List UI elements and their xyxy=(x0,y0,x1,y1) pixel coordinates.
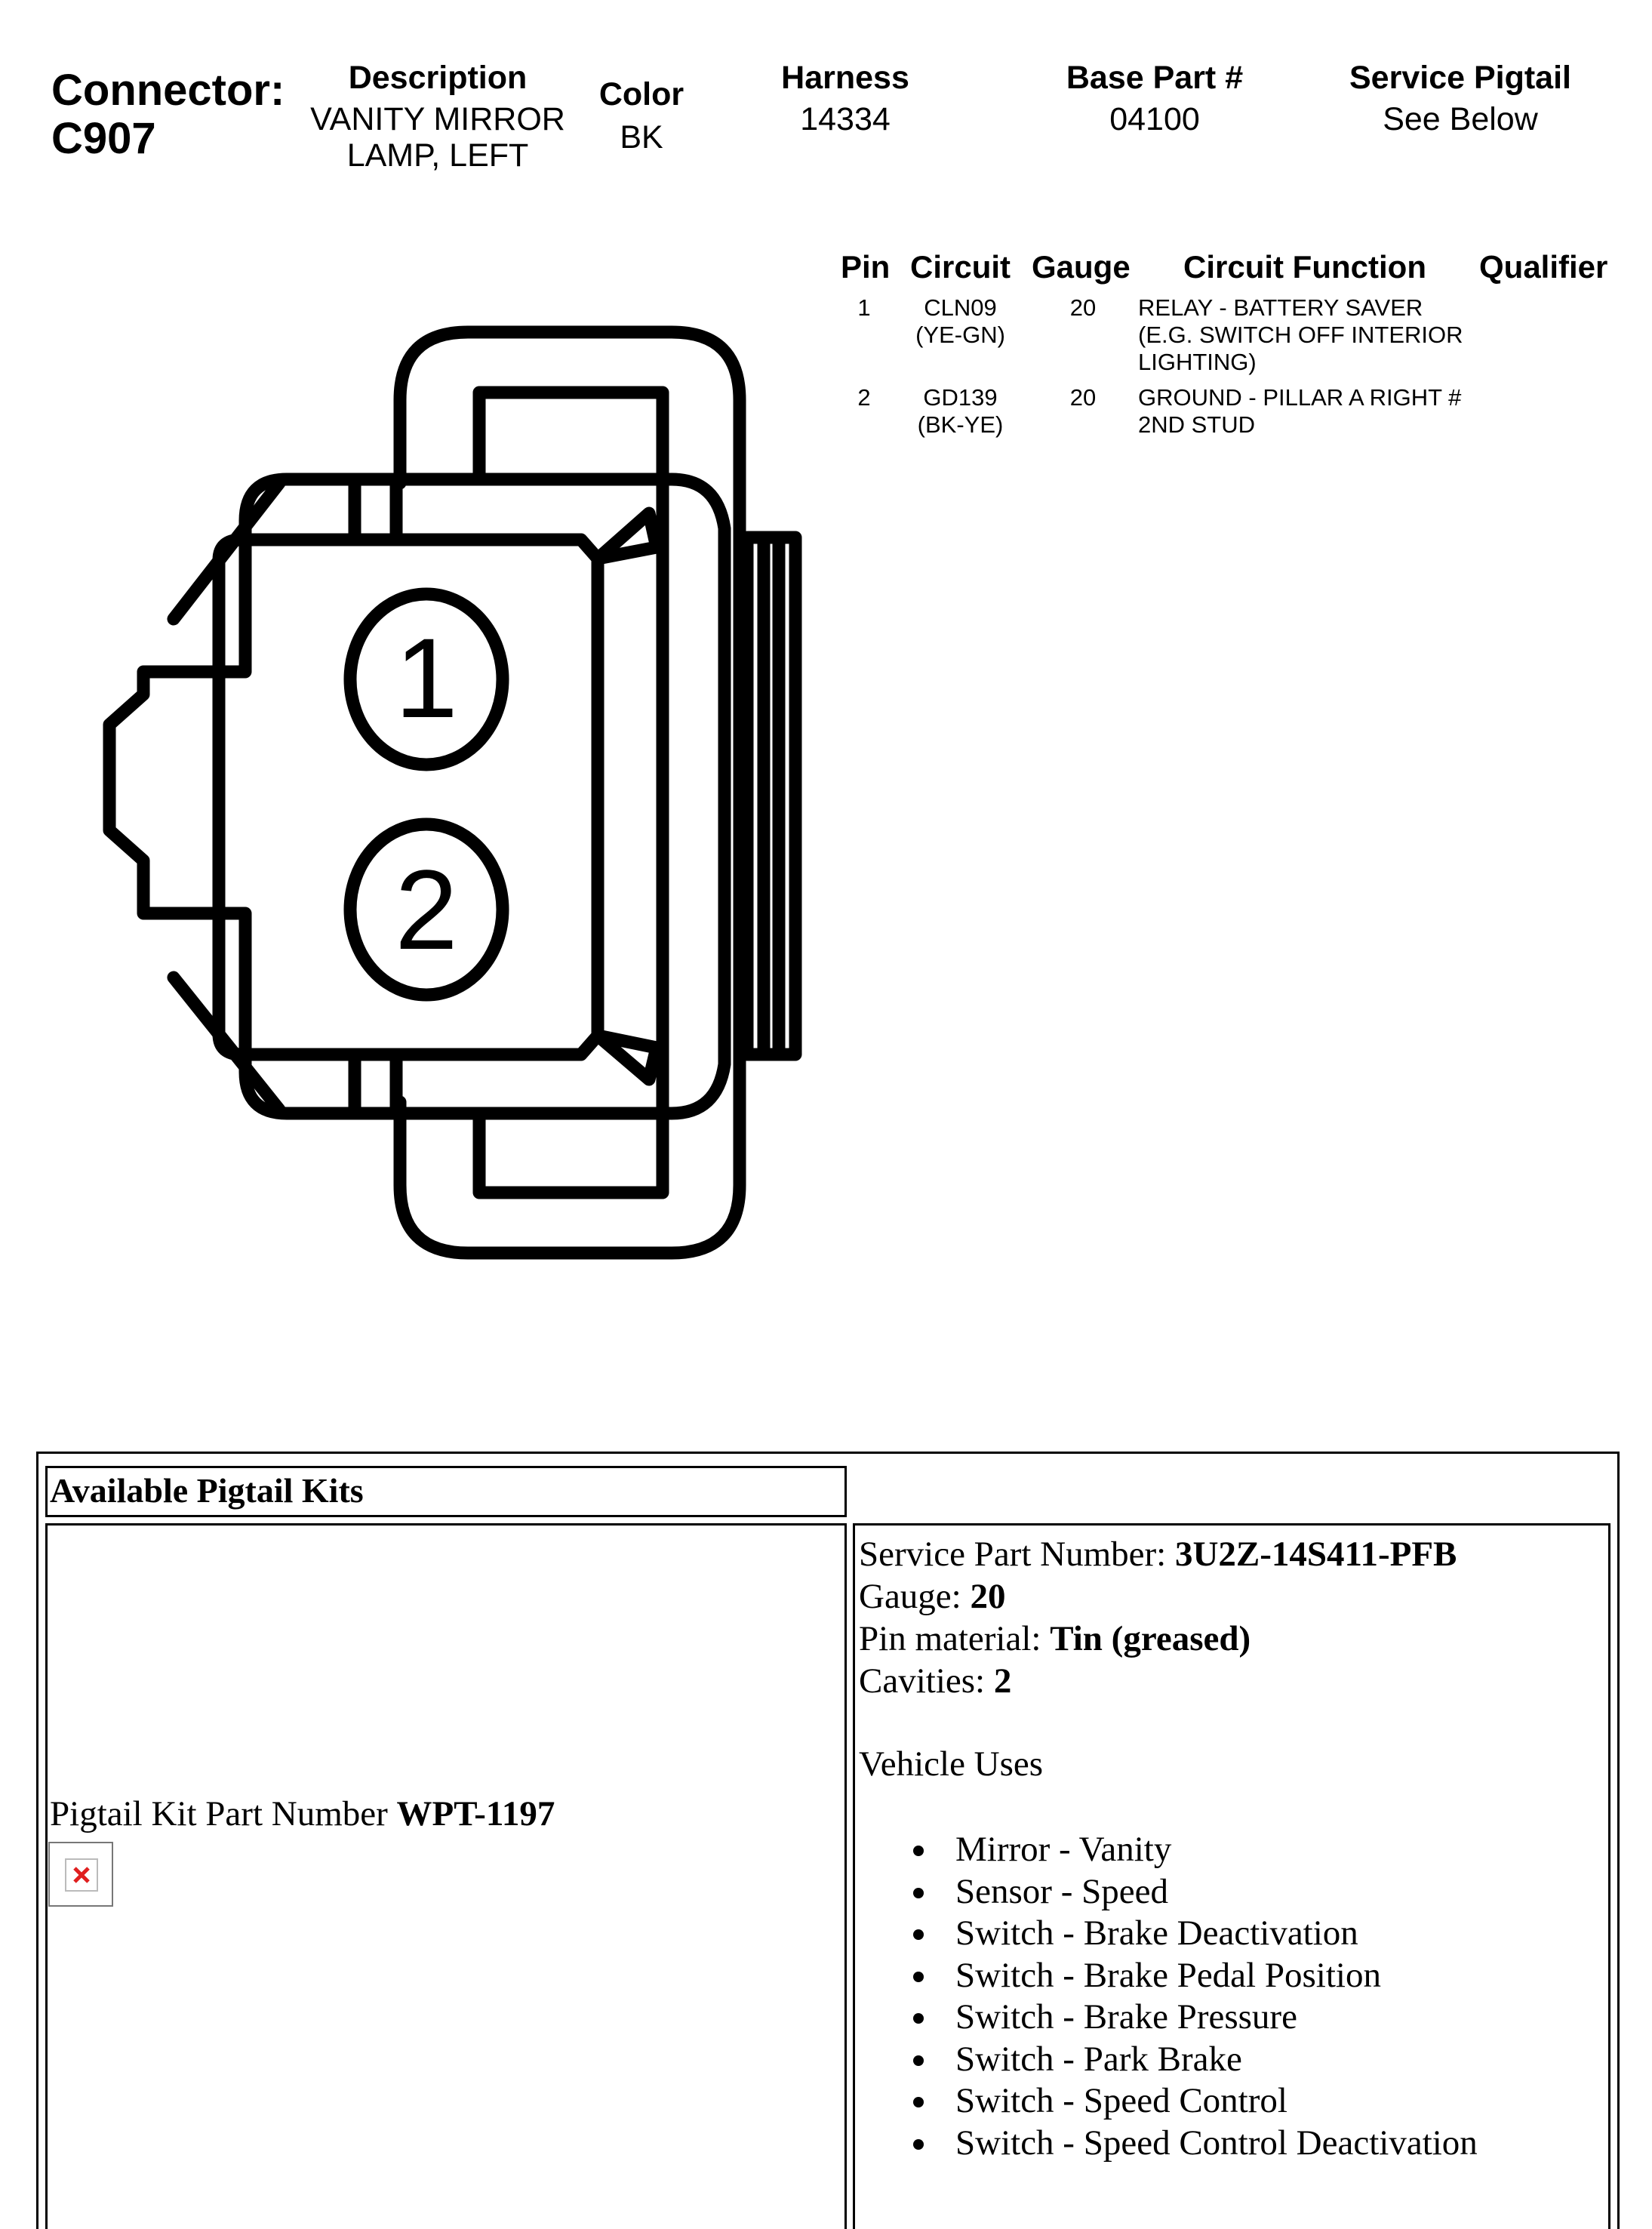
list-item: Sensor - Speed xyxy=(903,1871,1478,1913)
table-frame-right xyxy=(1617,1452,1620,2229)
gauge-label: Gauge: xyxy=(859,1577,971,1616)
harness-header: Harness xyxy=(781,60,909,96)
base-part-column: Base Part # 04100 xyxy=(1034,59,1275,137)
list-item: Switch - Speed Control xyxy=(903,2080,1478,2123)
circuit-color: (BK-YE) xyxy=(917,411,1004,438)
table-frame-left xyxy=(36,1452,38,2229)
connector-title: Connector: C907 xyxy=(51,66,285,163)
pin-header-gauge: Gauge xyxy=(1032,249,1131,285)
service-pigtail-value: See Below xyxy=(1383,101,1538,137)
harness-column: Harness 14334 xyxy=(747,59,943,137)
cavity-1-label: 1 xyxy=(395,614,457,741)
description-line-1: VANITY MIRROR xyxy=(310,101,565,137)
gauge-value: 20 xyxy=(970,1577,1006,1616)
description-column: Description VANITY MIRROR LAMP, LEFT xyxy=(287,59,589,174)
kit-cell-right-border-top xyxy=(853,1523,1610,1526)
color-column: Color BK xyxy=(574,75,709,155)
corner-chamfer xyxy=(167,476,286,626)
side-rib xyxy=(740,531,802,1061)
color-header: Color xyxy=(598,76,684,112)
broken-image-icon xyxy=(65,1858,98,1892)
cavities-label: Cavities: xyxy=(859,1661,994,1701)
corner-chamfer xyxy=(167,971,286,1116)
kit-cell-left-border-right xyxy=(844,1523,847,2229)
pin-header-qualifier: Qualifier xyxy=(1479,249,1608,285)
cavities-line: Cavities: 2 xyxy=(859,1660,1478,1702)
description-line-2: LAMP, LEFT xyxy=(346,137,529,174)
list-item: Switch - Park Brake xyxy=(903,2039,1478,2081)
circuit-function-line: 2ND STUD xyxy=(1138,411,1256,438)
list-item: Switch - Brake Pedal Position xyxy=(903,1955,1478,1997)
circuit-function-cell: GROUND - PILLAR A RIGHT # 2ND STUD xyxy=(1138,384,1500,439)
latch-arrow xyxy=(591,506,663,565)
kit-image-placeholder xyxy=(48,1842,113,1907)
connector-id: C907 xyxy=(51,114,156,163)
kit-part-number: WPT-1197 xyxy=(396,1794,555,1833)
circuit-function-line: GROUND - PILLAR A RIGHT # xyxy=(1138,384,1462,411)
circuit-id: CLN09 xyxy=(924,294,997,321)
cavity-2 xyxy=(343,817,509,1002)
pin-header-circuit: Circuit xyxy=(910,249,1011,285)
cavity-2-label: 2 xyxy=(395,846,457,973)
connector-face-diagram: 1 2 xyxy=(103,325,802,1260)
service-part-label: Service Part Number: xyxy=(859,1535,1175,1574)
service-pigtail-header: Service Pigtail xyxy=(1349,60,1571,96)
circuit-cell: GD139 (BK-YE) xyxy=(891,384,1030,439)
pin-number: 1 xyxy=(857,294,871,321)
gauge-cell: 20 xyxy=(1069,384,1097,411)
base-part-header: Base Part # xyxy=(1066,60,1244,96)
list-item: Switch - Speed Control Deactivation xyxy=(903,2123,1478,2165)
cavities-value: 2 xyxy=(993,1661,1012,1701)
kit-cell-left-border-top xyxy=(45,1523,847,1526)
kit-specs: Service Part Number: 3U2Z-14S411-PFB Gau… xyxy=(859,1533,1478,2164)
latch-inner-outline xyxy=(472,386,669,1199)
pin-number: 2 xyxy=(857,384,871,411)
description-header: Description xyxy=(348,60,528,96)
cavity-1 xyxy=(343,587,509,771)
service-part-line: Service Part Number: 3U2Z-14S411-PFB xyxy=(859,1533,1478,1575)
kit-cell-left-border-left xyxy=(45,1523,48,2229)
vehicle-uses-heading: Vehicle Uses xyxy=(859,1744,1044,1784)
list-item: Switch - Brake Deactivation xyxy=(903,1913,1478,1955)
kits-title-cell xyxy=(45,1466,847,1517)
base-part-value: 04100 xyxy=(1109,101,1200,137)
circuit-function-line: LIGHTING) xyxy=(1138,349,1257,375)
service-pigtail-column: Service Pigtail See Below xyxy=(1321,59,1600,137)
kit-cell-right-border-right xyxy=(1608,1523,1610,2229)
service-part-number: 3U2Z-14S411-PFB xyxy=(1174,1535,1457,1574)
list-item: Switch - Brake Pressure xyxy=(903,1997,1478,2039)
pin-material-value: Tin (greased) xyxy=(1050,1619,1251,1658)
gauge-cell: 20 xyxy=(1069,294,1097,321)
kit-cell-right-border-left xyxy=(853,1523,855,2229)
list-item: Mirror - Vanity xyxy=(903,1829,1478,1871)
circuit-id: GD139 xyxy=(923,384,998,411)
pin-material-label: Pin material: xyxy=(859,1619,1051,1658)
circuit-function-line: RELAY - BATTERY SAVER xyxy=(1138,294,1423,321)
kits-title: Available Pigtail Kits xyxy=(50,1471,364,1510)
color-value: BK xyxy=(620,119,663,155)
latch-arrow xyxy=(591,1029,663,1086)
harness-value: 14334 xyxy=(800,101,891,137)
pin-header-pin: Pin xyxy=(841,249,891,285)
pin-material-line: Pin material: Tin (greased) xyxy=(859,1618,1478,1660)
circuit-cell: CLN09 (YE-GN) xyxy=(891,294,1030,349)
gauge-line: Gauge: 20 xyxy=(859,1575,1478,1618)
kit-part-number-label: Pigtail Kit Part Number xyxy=(50,1794,397,1833)
pin-header-circuit-function: Circuit Function xyxy=(1183,249,1426,285)
vehicle-uses-list: Mirror - Vanity Sensor - Speed Switch - … xyxy=(903,1829,1478,2164)
circuit-color: (YE-GN) xyxy=(915,322,1005,348)
latch-outer-outline xyxy=(393,325,746,1260)
kit-part-number-line: Pigtail Kit Part Number WPT-1197 xyxy=(50,1793,555,1835)
circuit-function-line: (E.G. SWITCH OFF INTERIOR xyxy=(1138,322,1463,348)
table-frame-top xyxy=(36,1452,1620,1454)
connector-label: Connector: xyxy=(51,66,285,115)
circuit-function-cell: RELAY - BATTERY SAVER (E.G. SWITCH OFF I… xyxy=(1138,294,1500,376)
